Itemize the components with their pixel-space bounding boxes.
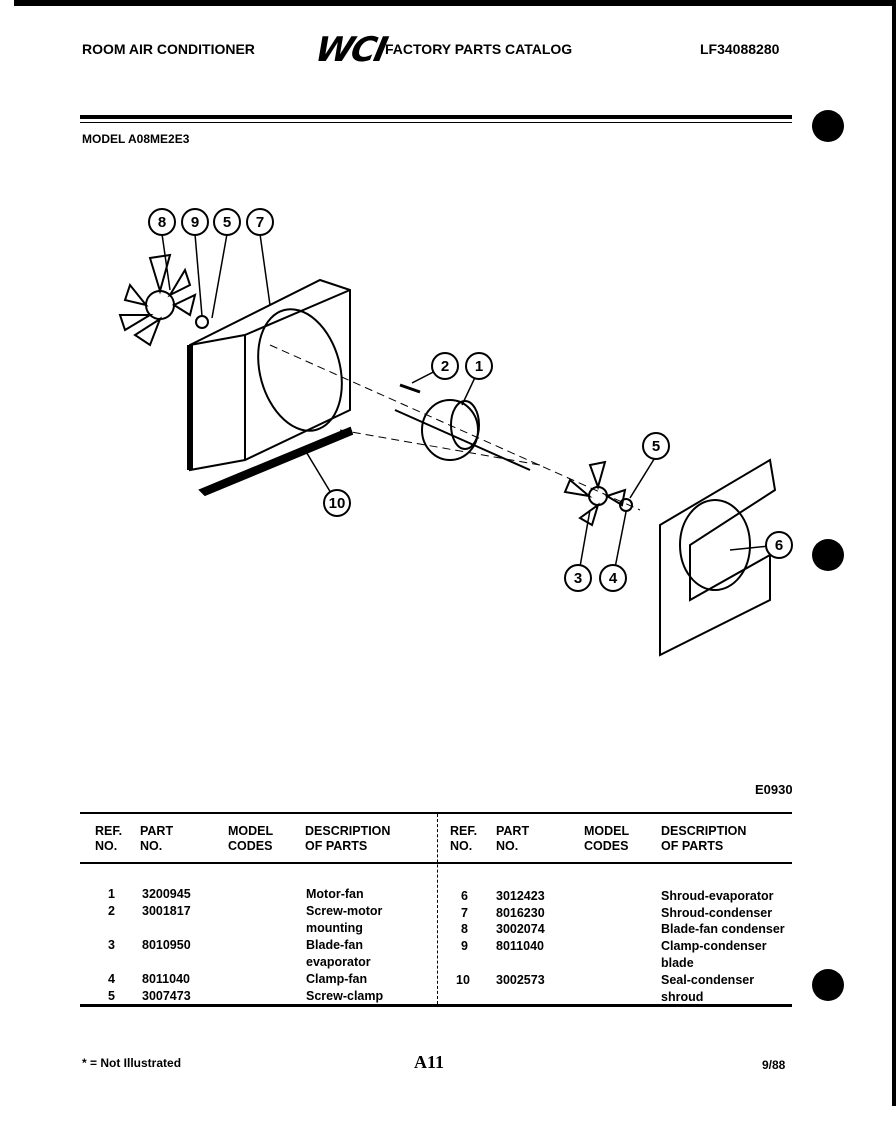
col-ref: REF. NO. [95, 824, 123, 853]
callout-8: 8 [158, 214, 166, 231]
callout-5: 5 [223, 214, 231, 231]
table-header-rule [80, 862, 792, 864]
row-part: 3002074 [496, 922, 545, 936]
row-desc: Clamp-condenser blade [661, 939, 767, 970]
binder-hole [812, 110, 844, 142]
catalog-page [14, 6, 892, 1106]
row-ref: 7 [461, 906, 468, 920]
col-part-right: PART NO. [496, 824, 530, 853]
binder-hole [812, 969, 844, 1001]
header-rule-thin [80, 122, 792, 123]
row-desc: Blade-fan condenser [661, 922, 785, 936]
row-desc: Motor-fan [306, 887, 364, 901]
row-part: 3200945 [142, 887, 191, 901]
row-desc: Screw-clamp [306, 989, 384, 1003]
col-ref-right: REF. NO. [450, 824, 478, 853]
row-part: 8011040 [142, 972, 190, 986]
row-ref: 8 [461, 922, 468, 936]
document-title: ROOM AIR CONDITIONER [82, 41, 255, 57]
header-rule [80, 115, 792, 119]
row-desc: Seal-condenser shroud [661, 973, 755, 1004]
row-ref: 10 [456, 973, 470, 987]
catalog-title: FACTORY PARTS CATALOG [385, 41, 573, 57]
row-part: 8010950 [142, 938, 191, 952]
col-desc-right: DESCRIPTION OF PARTS [661, 824, 747, 853]
callout-4: 4 [609, 570, 618, 587]
callout-10: 10 [329, 495, 346, 512]
row-part: 3007473 [142, 989, 191, 1003]
col-model-right: MODEL CODES [584, 824, 630, 853]
col-part: PART NO. [140, 824, 174, 853]
col-model: MODEL CODES [228, 824, 274, 853]
row-ref: 6 [461, 889, 468, 903]
callout-3: 3 [574, 570, 582, 587]
table-top-rule [80, 812, 792, 814]
model-number: MODEL A08ME2E3 [82, 132, 190, 146]
row-part: 3012423 [496, 889, 545, 903]
row-ref: 9 [461, 939, 468, 953]
row-desc: Screw-motor mounting [306, 904, 383, 935]
diagram-code: E0930 [755, 782, 793, 797]
page-number: A11 [414, 1052, 445, 1072]
callout-2: 2 [441, 358, 449, 375]
row-ref: 2 [108, 904, 115, 918]
callout-5b: 5 [652, 438, 660, 455]
row-part: 8011040 [496, 939, 544, 953]
callout-9: 9 [191, 214, 199, 231]
callout-6: 6 [775, 537, 783, 554]
callout-1: 1 [475, 358, 483, 375]
table-bottom-rule [80, 1004, 792, 1007]
row-ref: 1 [108, 887, 115, 901]
row-ref: 5 [108, 989, 115, 1003]
issue-date: 9/88 [762, 1058, 786, 1072]
table-divider [437, 814, 438, 1004]
row-desc: Clamp-fan [306, 972, 368, 986]
row-ref: 4 [108, 972, 115, 986]
footnote: * = Not Illustrated [82, 1056, 182, 1070]
callout-7: 7 [256, 214, 264, 231]
row-desc: Shroud-condenser [661, 906, 773, 920]
row-desc: Shroud-evaporator [661, 889, 774, 903]
row-desc: Blade-fan evaporator [306, 938, 371, 969]
row-ref: 3 [108, 938, 115, 952]
scan-edge [0, 0, 14, 1130]
row-part: 3001817 [142, 904, 191, 918]
col-desc: DESCRIPTION OF PARTS [305, 824, 391, 853]
binder-hole [812, 539, 844, 571]
row-part: 8016230 [496, 906, 545, 920]
scan-bottom-edge [0, 1106, 896, 1130]
row-part: 3002573 [496, 973, 545, 987]
catalog-number: LF34088280 [700, 41, 780, 57]
